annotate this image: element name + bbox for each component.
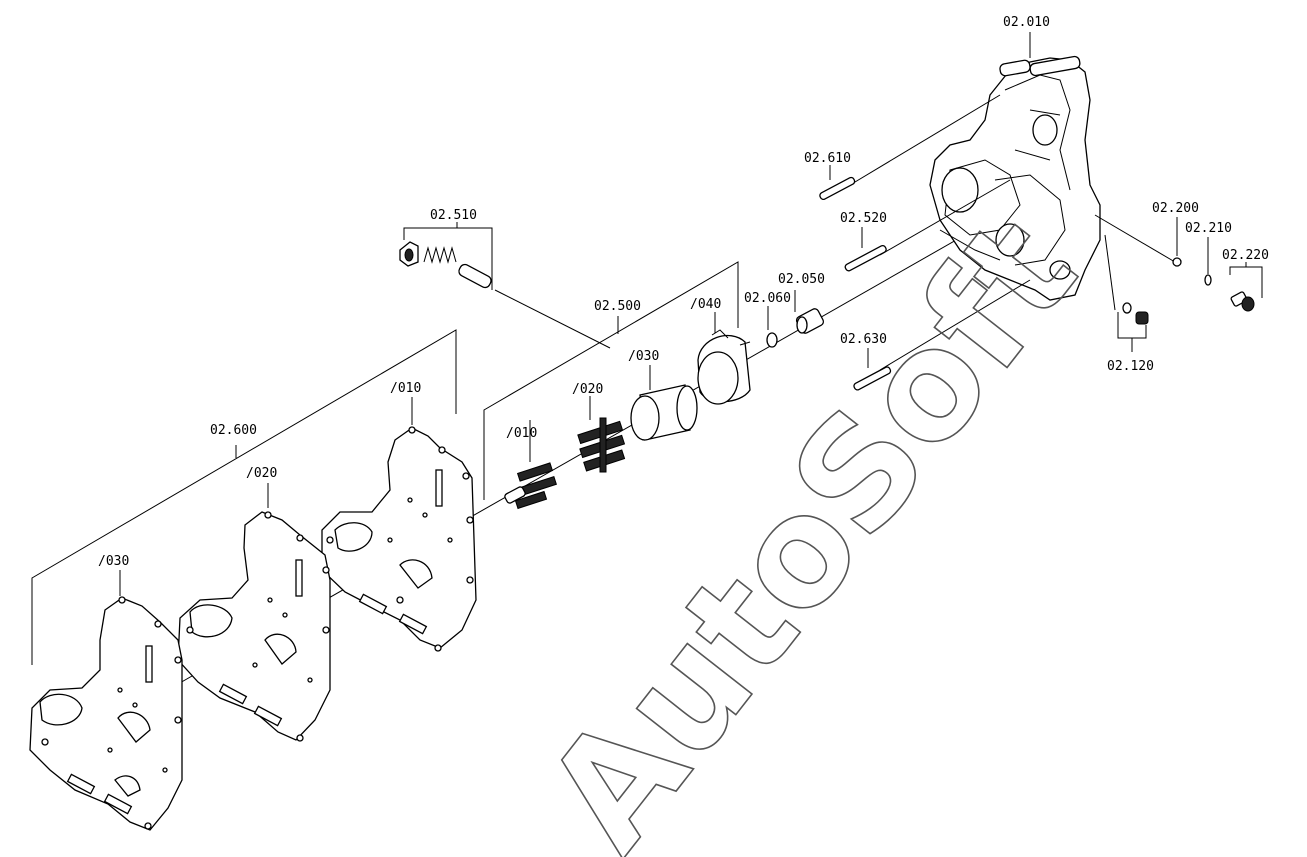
pump-030-label: /030 bbox=[628, 349, 659, 364]
pin-630-label: 02.630 bbox=[840, 332, 887, 347]
ring-210 bbox=[1204, 274, 1212, 286]
screw-120-label: 02.120 bbox=[1107, 359, 1154, 374]
bush-050-label: 02.050 bbox=[778, 272, 825, 287]
washer-060-label: 02.060 bbox=[744, 291, 791, 306]
pump-500-label: 02.500 bbox=[594, 299, 641, 314]
spring-510-label: 02.510 bbox=[430, 208, 477, 223]
plug-220-label: 02.220 bbox=[1222, 248, 1269, 263]
spring-assembly-510 bbox=[399, 241, 492, 289]
pin-630 bbox=[853, 366, 892, 391]
housing-part bbox=[929, 55, 1101, 301]
pin-610 bbox=[819, 176, 856, 201]
pump-500-bracket bbox=[483, 261, 739, 500]
plates-600-bracket bbox=[31, 329, 457, 665]
screw-120 bbox=[1122, 302, 1149, 325]
ball-200-label: 02.200 bbox=[1152, 201, 1199, 216]
plug-220 bbox=[1230, 291, 1255, 312]
bush-050 bbox=[795, 308, 825, 334]
plate-020-label: /020 bbox=[246, 466, 277, 481]
plates-600-label: 02.600 bbox=[210, 423, 257, 438]
plate-030 bbox=[29, 596, 183, 831]
housing-label: 02.010 bbox=[1003, 15, 1050, 30]
watermark-logo: AutoSoft bbox=[514, 187, 1110, 857]
pump-sleeve-030 bbox=[630, 384, 698, 441]
pump-040-label: /040 bbox=[690, 297, 721, 312]
plate-010-label: /010 bbox=[390, 381, 421, 396]
pin-610-label: 02.610 bbox=[804, 151, 851, 166]
pump-ring-040 bbox=[697, 329, 751, 405]
pump-010-label: /010 bbox=[506, 426, 537, 441]
plate-030-label: /030 bbox=[98, 554, 129, 569]
ring-210-label: 02.210 bbox=[1185, 221, 1232, 236]
pin-520 bbox=[844, 244, 887, 272]
washer-060 bbox=[766, 332, 778, 348]
plate-010 bbox=[321, 426, 477, 652]
pump-020-label: /020 bbox=[572, 382, 603, 397]
ball-200 bbox=[1172, 257, 1182, 267]
pump-gear-020 bbox=[577, 417, 626, 473]
pin-520-label: 02.520 bbox=[840, 211, 887, 226]
pump-shaft-010 bbox=[504, 462, 557, 510]
plate-020 bbox=[177, 511, 331, 742]
